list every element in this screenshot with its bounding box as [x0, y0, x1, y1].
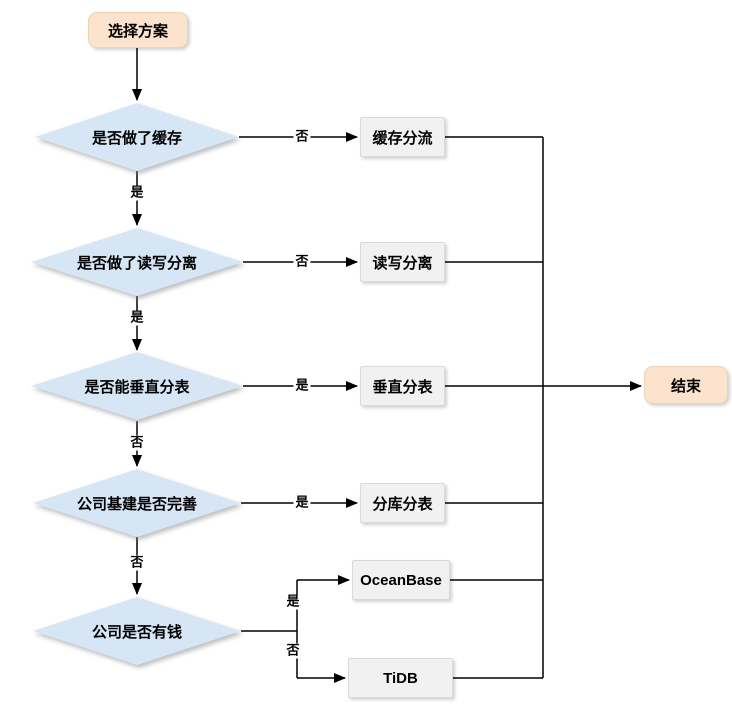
branch-label-vertical-no: 否	[128, 434, 146, 451]
decision-infrastructure: 公司基建是否完善	[33, 469, 241, 537]
process-vertical-table: 垂直分表	[360, 366, 445, 406]
process-oceanbase-label: OceanBase	[360, 571, 442, 589]
process-cache-split: 缓存分流	[360, 117, 445, 157]
process-vertical-table-label: 垂直分表	[372, 378, 433, 396]
decision-vertical-split: 是否能垂直分表	[31, 352, 243, 420]
process-oceanbase: OceanBase	[352, 560, 450, 600]
process-sharding-label: 分库分表	[372, 495, 433, 513]
end-node: 结束	[644, 366, 728, 404]
decision-cache: 是否做了缓存	[35, 103, 239, 171]
process-read-write-split: 读写分离	[360, 242, 445, 282]
process-tidb-label: TiDB	[383, 669, 418, 687]
branch-label-read-write-yes: 是	[128, 309, 146, 326]
decision-vertical-split-label: 是否能垂直分表	[84, 378, 190, 396]
process-read-write-split-label: 读写分离	[372, 254, 433, 272]
process-sharding: 分库分表	[360, 483, 445, 523]
branch-label-money-no: 否	[284, 642, 302, 659]
start-node: 选择方案	[88, 12, 188, 48]
decision-read-write-label: 是否做了读写分离	[76, 254, 197, 272]
process-tidb: TiDB	[348, 658, 453, 698]
branch-label-read-write-no: 否	[293, 253, 311, 270]
decision-money: 公司是否有钱	[33, 597, 241, 665]
decision-read-write: 是否做了读写分离	[31, 228, 243, 296]
start-node-label: 选择方案	[107, 22, 168, 40]
end-node-label: 结束	[670, 377, 701, 395]
branch-label-cache-no: 否	[293, 128, 311, 145]
decision-infrastructure-label: 公司基建是否完善	[76, 495, 197, 513]
branch-label-cache-yes: 是	[128, 184, 146, 201]
decision-cache-label: 是否做了缓存	[91, 129, 182, 147]
decision-money-label: 公司是否有钱	[91, 623, 182, 641]
branch-label-vertical-yes: 是	[293, 377, 311, 394]
branch-label-infra-no: 否	[128, 554, 146, 571]
branch-label-money-yes: 是	[284, 593, 302, 610]
process-cache-split-label: 缓存分流	[372, 129, 433, 147]
branch-label-infra-yes: 是	[293, 494, 311, 511]
